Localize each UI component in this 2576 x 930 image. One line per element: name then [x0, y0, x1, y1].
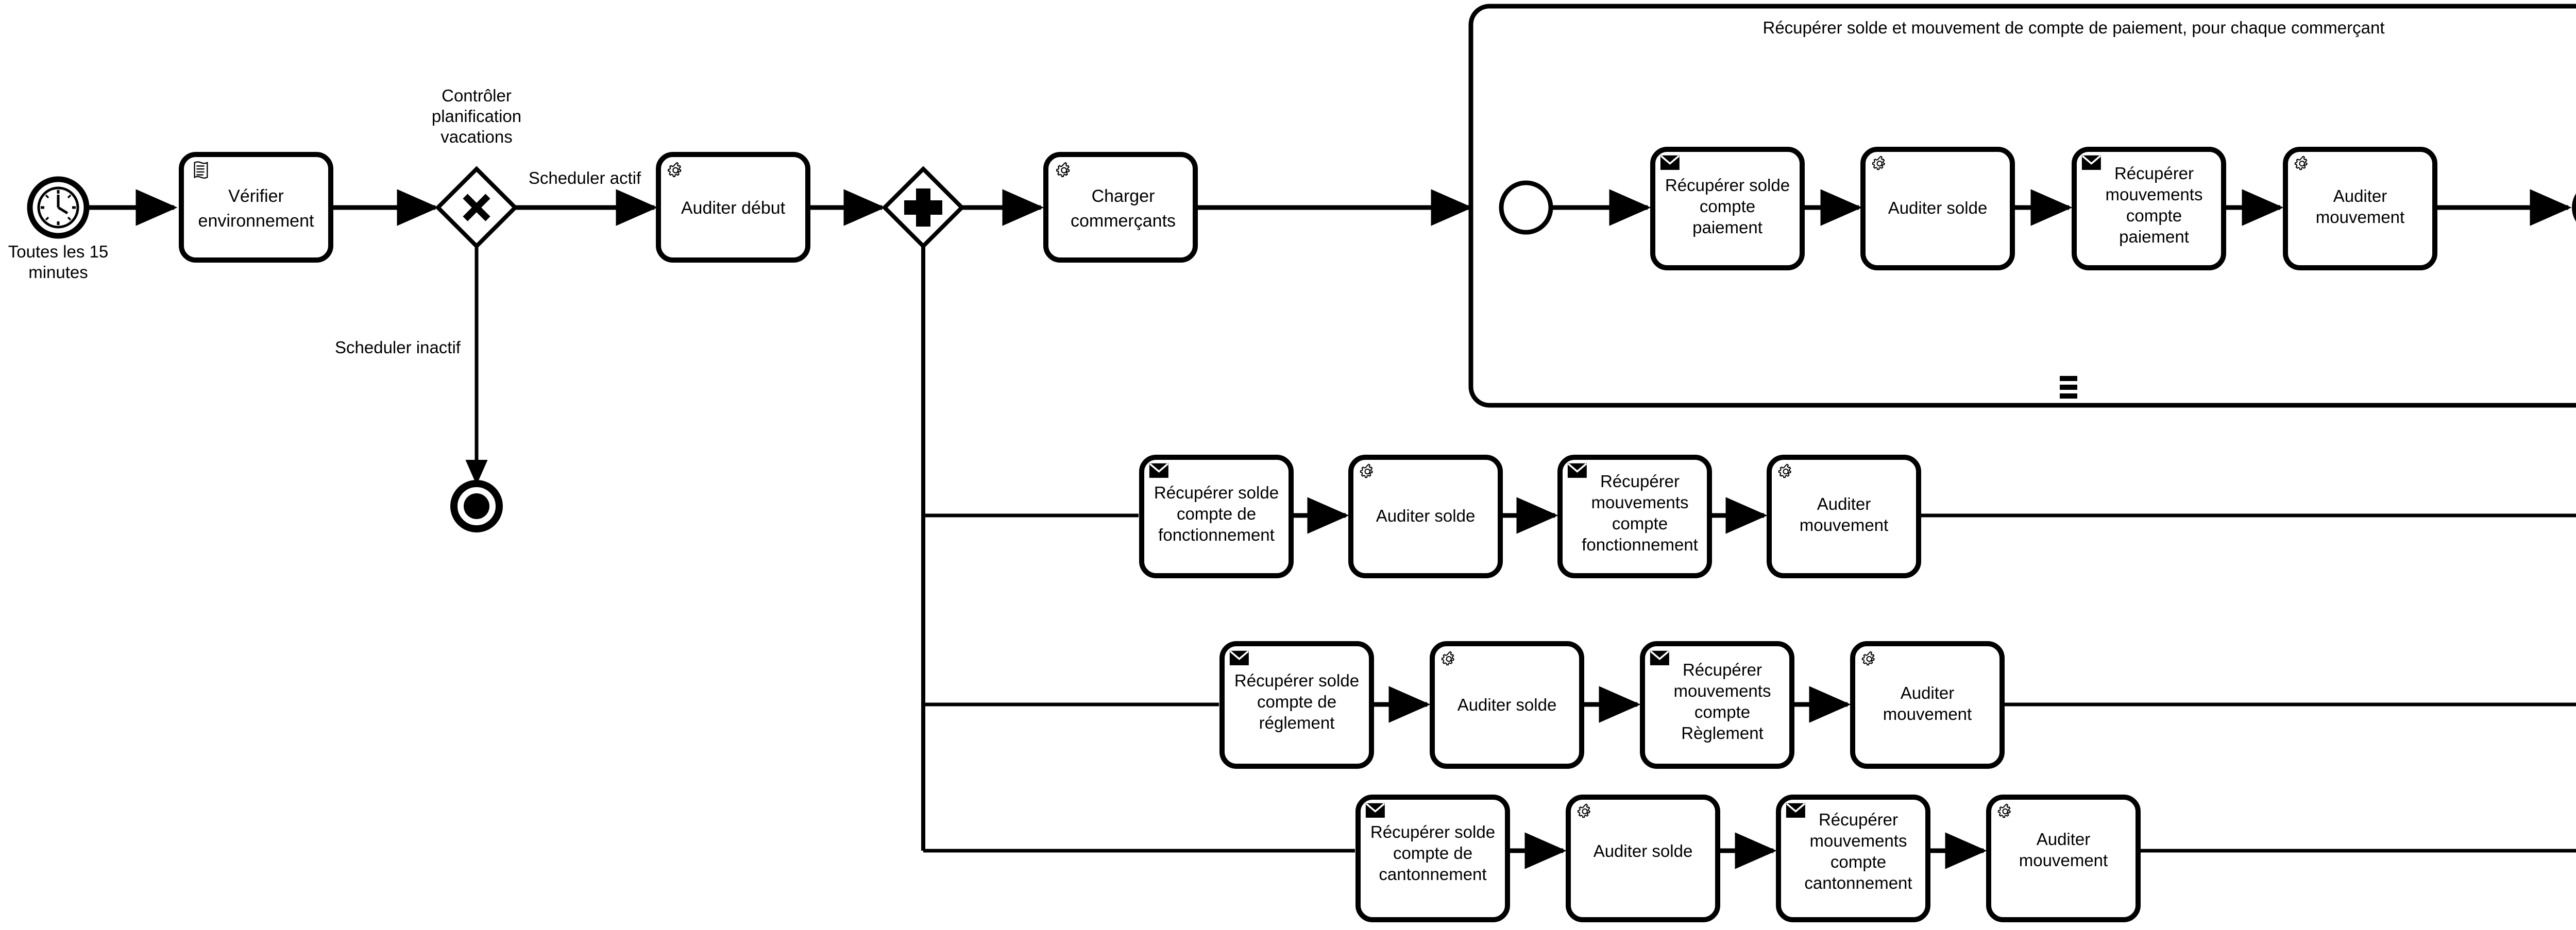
task-label-line1: Récupérer solde [1370, 822, 1495, 841]
task-label-line3: compte [1831, 852, 1886, 871]
branch-reglement-task-2[interactable]: Auditer solde [1430, 641, 1584, 769]
envelope-icon [1229, 650, 1249, 666]
clock-icon [41, 190, 76, 225]
task-label-line2: compte de [1393, 843, 1472, 863]
task-label-line1: Auditer [1817, 494, 1871, 513]
task-label-line2: mouvement [2316, 208, 2404, 227]
task-label-line1: Récupérer [1819, 810, 1898, 829]
branch-fonctionnement-task-4[interactable]: Auditer mouvement [1767, 455, 1921, 578]
task-label-line2: compte de [1257, 692, 1336, 711]
task-label: Auditer solde [1376, 506, 1476, 525]
exclusive-gateway[interactable] [435, 166, 518, 249]
branch-reglement-task-4[interactable]: Auditer mouvement [1850, 641, 2005, 769]
task-label-line1: Récupérer solde [1665, 176, 1790, 195]
task-label-line1: Charger [1092, 186, 1155, 206]
task-label-line2: mouvement [1883, 704, 1972, 724]
task-label-line3: compte [2126, 206, 2182, 225]
task-label-line1: Récupérer [1683, 660, 1762, 679]
envelope-icon [1149, 462, 1169, 478]
task-label-line4: Règlement [1681, 724, 1764, 743]
envelope-icon [1650, 650, 1670, 666]
parallel-gateway-split[interactable] [882, 166, 965, 249]
envelope-icon [2081, 154, 2102, 170]
task-label-line1: Récupérer solde [1234, 671, 1359, 690]
subprocess-task-auditer-mouvement[interactable]: Auditer mouvement [2283, 147, 2437, 270]
task-label-line4: paiement [2119, 227, 2189, 246]
task-charger-commercants[interactable]: Charger commerçants [1043, 152, 1198, 263]
branch-reglement-task-1[interactable]: Récupérer solde compte de réglement [1219, 641, 1374, 769]
exclusive-gateway-label-line1: Contrôler [442, 86, 512, 105]
exclusive-gateway-label-line3: vacations [440, 127, 512, 146]
task-label-line3: fonctionnement [1158, 525, 1275, 544]
task-label-line2: mouvements [2106, 185, 2203, 204]
task-label-line2: mouvements [1674, 681, 1771, 700]
envelope-icon [1660, 154, 1680, 170]
task-label: Auditer solde [1458, 695, 1557, 714]
task-label-line3: paiement [1692, 218, 1762, 237]
branch-cantonnement-task-2[interactable]: Auditer solde [1566, 795, 1720, 922]
task-label-line1: Récupérer [1600, 472, 1680, 491]
task-label-line3: cantonnement [1379, 865, 1486, 884]
task-label-line2: environnement [198, 211, 314, 231]
task-label-line1: Vérifier [228, 186, 284, 206]
branch-fonctionnement-task-3[interactable]: Récupérer mouvements compte fonctionneme… [1557, 455, 1712, 578]
task-label-line1: Récupérer [2114, 164, 2194, 183]
task-label: Auditer solde [1594, 841, 1693, 860]
task-label-line4: fonctionnement [1582, 535, 1698, 554]
flow-label-scheduler-inactif: Scheduler inactif [335, 338, 461, 357]
task-label-line1: Récupérer solde [1154, 483, 1279, 502]
task-label: Auditer début [681, 198, 786, 218]
task-label: Auditer solde [1888, 198, 1988, 217]
task-label-line2: compte [1700, 197, 1755, 216]
task-label-line2: commerçants [1071, 211, 1176, 231]
exclusive-gateway-label-line2: planification [432, 107, 521, 126]
task-label-line2: mouvements [1810, 831, 1907, 850]
task-label-line2: mouvement [2019, 851, 2108, 870]
x-marker-icon [463, 194, 490, 221]
branch-cantonnement-task-4[interactable]: Auditer mouvement [1986, 795, 2141, 922]
timer-start-event-label-line2: minutes [28, 263, 88, 282]
task-label-line4: cantonnement [1804, 873, 1912, 892]
task-label-line2: mouvement [1800, 515, 1888, 535]
subprocess-task-auditer-solde[interactable]: Auditer solde [1860, 147, 2015, 270]
branch-fonctionnement-task-1[interactable]: Récupérer solde compte de fonctionnement [1139, 455, 1294, 578]
branch-cantonnement-task-1[interactable]: Récupérer solde compte de cantonnement [1355, 795, 1510, 922]
task-auditer-debut[interactable]: Auditer début [656, 152, 810, 263]
timer-start-event[interactable] [27, 176, 90, 239]
task-label-line3: réglement [1259, 713, 1335, 732]
plus-marker-icon [904, 188, 942, 227]
subprocess-title: Récupérer solde et mouvement de compte d… [1763, 18, 2385, 37]
envelope-icon [1365, 802, 1385, 818]
subprocess-start-event[interactable] [1499, 180, 1553, 235]
task-label-line1: Auditer [2037, 830, 2091, 849]
subprocess-task-recuperer-mouvements-compte-paiement[interactable]: Récupérer mouvements compte paiement [2072, 147, 2226, 270]
task-label-line2: compte de [1177, 504, 1256, 523]
envelope-icon [1567, 462, 1587, 478]
task-label-line2: mouvements [1591, 493, 1689, 512]
envelope-icon [1786, 802, 1806, 818]
branch-fonctionnement-task-2[interactable]: Auditer solde [1348, 455, 1503, 578]
multi-instance-sequential-icon [2060, 376, 2077, 399]
branch-cantonnement-task-3[interactable]: Récupérer mouvements compte cantonnement [1776, 795, 1930, 922]
flow-label-scheduler-actif: Scheduler actif [529, 168, 641, 187]
subprocess-task-recuperer-solde-compte-paiement[interactable]: Récupérer solde compte paiement [1650, 147, 1805, 270]
timer-start-event-label-line1: Toutes les 15 [8, 242, 108, 261]
task-label-line1: Auditer [2333, 186, 2387, 205]
task-label-line1: Auditer [1901, 683, 1955, 702]
task-verifier-environnement[interactable]: Vérifier environnement [179, 152, 333, 263]
task-label-line3: compte [1612, 514, 1668, 533]
task-label-line3: compte [1694, 702, 1750, 721]
end-event-scheduler-inactif[interactable] [450, 480, 503, 532]
branch-reglement-task-3[interactable]: Récupérer mouvements compte Règlement [1640, 641, 1794, 769]
